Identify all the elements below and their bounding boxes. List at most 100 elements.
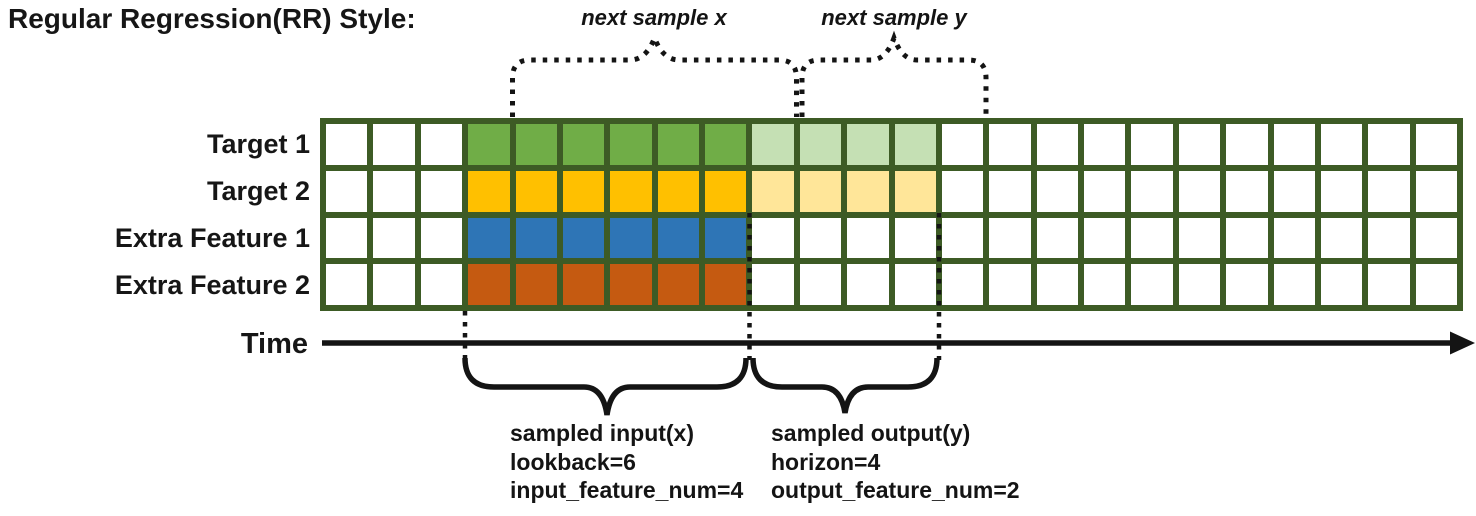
grid-cell xyxy=(989,264,1031,305)
grid-cell xyxy=(1415,170,1457,212)
grid-cell xyxy=(941,264,984,305)
grid-cell xyxy=(468,264,510,305)
grid-cell xyxy=(752,124,794,165)
grid-cell xyxy=(1178,264,1221,305)
grid-cell xyxy=(799,170,842,212)
grid-cell xyxy=(610,217,652,259)
grid-cell xyxy=(1084,170,1126,212)
output-annotation: sampled output(y) horizon=4 output_featu… xyxy=(771,419,1020,505)
grid-cell xyxy=(657,217,699,259)
grid-cell xyxy=(799,264,842,305)
grid-cell xyxy=(894,124,936,165)
grid-cell xyxy=(989,217,1031,259)
row-label-extra-feature-1: Extra Feature 1 xyxy=(114,223,310,253)
grid-cell xyxy=(847,124,889,165)
grid-cell xyxy=(420,264,463,305)
time-axis-label: Time xyxy=(240,328,308,360)
grid-cell xyxy=(1131,124,1173,165)
grid-cell xyxy=(515,217,557,259)
row-label-extra-feature-2: Extra Feature 2 xyxy=(114,270,310,300)
next-sample-y-brace xyxy=(799,30,989,117)
grid-cell xyxy=(468,217,510,259)
grid-cell xyxy=(752,217,794,259)
grid-cell xyxy=(562,170,605,212)
grid-cell xyxy=(562,217,605,259)
grid-cell xyxy=(1084,264,1126,305)
next-sample-x-label: next sample x xyxy=(581,5,727,30)
grid-cell xyxy=(1368,217,1410,259)
sample-grid xyxy=(320,118,1463,311)
grid-cell xyxy=(1131,264,1173,305)
grid-cell xyxy=(515,264,557,305)
grid-cell xyxy=(1320,264,1363,305)
grid-cell xyxy=(847,217,889,259)
grid-cell xyxy=(515,124,557,165)
grid-cell xyxy=(373,217,415,259)
grid-cell xyxy=(705,124,747,165)
grid-cell xyxy=(752,170,794,212)
grid-cell xyxy=(420,124,463,165)
grid-cell xyxy=(1368,264,1410,305)
grid-cell xyxy=(420,217,463,259)
output-annotation-line-1: sampled output(y) xyxy=(771,420,971,446)
grid-cell xyxy=(705,217,747,259)
grid-cell xyxy=(1273,264,1315,305)
grid-cell xyxy=(1036,170,1078,212)
grid-cell xyxy=(1273,124,1315,165)
grid-cell xyxy=(657,124,699,165)
grid-cell xyxy=(705,170,747,212)
grid-cell xyxy=(799,217,842,259)
grid-cell xyxy=(1320,217,1363,259)
input-annotation-line-1: sampled input(x) xyxy=(510,420,695,446)
grid-cell xyxy=(1226,217,1268,259)
grid-cell xyxy=(1131,170,1173,212)
grid-cell xyxy=(1415,217,1457,259)
grid-cell xyxy=(610,264,652,305)
grid-cell xyxy=(326,217,368,259)
grid-cell xyxy=(326,170,368,212)
page-title: Regular Regression(RR) Style: xyxy=(8,3,416,34)
grid-cell xyxy=(799,124,842,165)
grid-cell xyxy=(1036,124,1078,165)
grid-cell xyxy=(610,124,652,165)
grid-cell xyxy=(847,264,889,305)
grid-cell xyxy=(1036,217,1078,259)
grid-cell xyxy=(1368,124,1410,165)
grid-cell xyxy=(894,217,936,259)
grid-cell xyxy=(373,170,415,212)
grid-cell xyxy=(468,124,510,165)
grid-cell xyxy=(847,170,889,212)
grid-cell xyxy=(373,124,415,165)
grid-cell xyxy=(420,170,463,212)
grid-cell xyxy=(1273,217,1315,259)
grid-cell xyxy=(1320,124,1363,165)
grid-cell xyxy=(1226,170,1268,212)
grid-cell xyxy=(705,264,747,305)
sampled-output-brace xyxy=(750,357,940,414)
grid-cell xyxy=(941,170,984,212)
grid-cell xyxy=(373,264,415,305)
input-annotation-line-3: input_feature_num=4 xyxy=(510,477,744,503)
grid-cell xyxy=(562,264,605,305)
grid-cell xyxy=(894,264,936,305)
grid-cell xyxy=(1320,170,1363,212)
grid-cell xyxy=(1036,264,1078,305)
grid-cell xyxy=(326,264,368,305)
grid-cell xyxy=(1415,124,1457,165)
grid-cell xyxy=(1226,124,1268,165)
grid-cell xyxy=(1131,217,1173,259)
output-annotation-line-2: horizon=4 xyxy=(771,448,881,475)
grid-cell xyxy=(515,170,557,212)
time-arrow-head xyxy=(1450,331,1475,355)
grid-cell xyxy=(326,124,368,165)
grid-cell xyxy=(657,264,699,305)
output-annotation-line-3: output_feature_num=2 xyxy=(771,477,1020,503)
grid-cell xyxy=(941,217,984,259)
grid-cell xyxy=(1415,264,1457,305)
grid-cell xyxy=(657,170,699,212)
next-sample-y-label: next sample y xyxy=(821,5,967,30)
grid-cell xyxy=(468,170,510,212)
row-label-target-2: Target 2 xyxy=(206,176,310,206)
sampled-input-brace xyxy=(462,357,749,416)
